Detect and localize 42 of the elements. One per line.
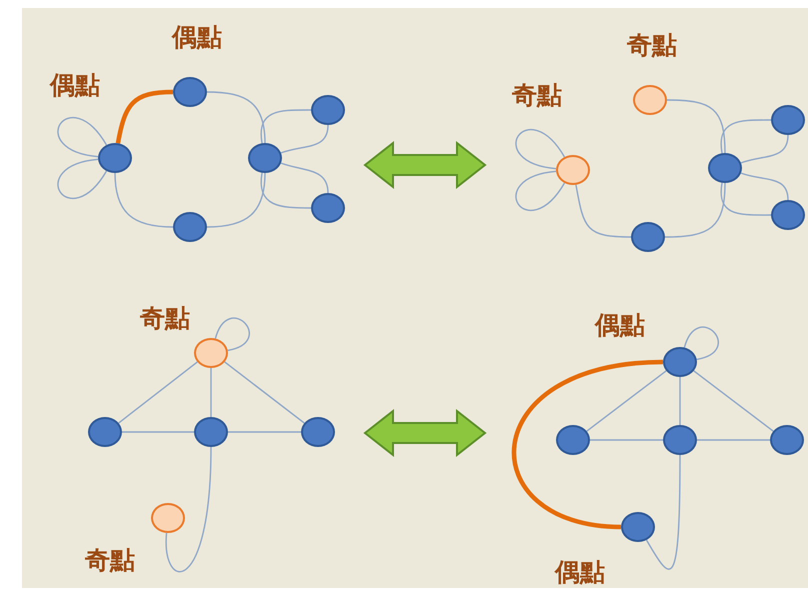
vertex-label: 奇點: [140, 306, 190, 330]
vertex-label: 偶點: [172, 24, 222, 50]
edge-line: [224, 361, 305, 424]
edge-line: [740, 172, 789, 200]
edge-line: [590, 439, 663, 441]
edge-line: [166, 446, 212, 572]
edge-line: [122, 431, 194, 433]
edge-line: [280, 124, 329, 154]
edge-line: [214, 318, 250, 352]
vertex-label: 偶點: [50, 72, 100, 98]
vertex-label: 偶點: [555, 560, 605, 584]
edge-line: [664, 182, 726, 238]
edge-line: [646, 455, 681, 570]
vertex-label: 奇點: [512, 82, 562, 108]
edge-line: [210, 368, 212, 417]
edge-line: [57, 117, 108, 158]
highlighted-edge: [116, 90, 174, 144]
edge-line: [118, 361, 198, 424]
vertex-label: 偶點: [595, 312, 645, 338]
highlighted-edge: [512, 360, 664, 530]
edge-line: [515, 129, 566, 170]
edge-line: [720, 182, 771, 216]
edge-line: [260, 172, 311, 209]
edge-line: [57, 158, 108, 199]
edge-line: [515, 170, 566, 211]
edge-line: [697, 439, 770, 441]
edge-line: [684, 326, 719, 360]
edge-line: [586, 370, 667, 432]
vertex-label: 奇點: [85, 548, 135, 572]
edge-line: [206, 172, 266, 228]
edge-line: [260, 109, 311, 144]
edge-line: [720, 119, 771, 154]
edge-line: [228, 431, 301, 433]
edge-line: [280, 162, 329, 194]
edge-line: [693, 370, 774, 432]
edge-line: [679, 377, 681, 425]
edge-line: [740, 134, 789, 164]
edge-line: [114, 172, 174, 228]
vertex-label: 奇點: [627, 32, 677, 58]
edge-line: [666, 99, 726, 154]
edge-line: [575, 184, 632, 238]
edge-line: [206, 91, 266, 144]
